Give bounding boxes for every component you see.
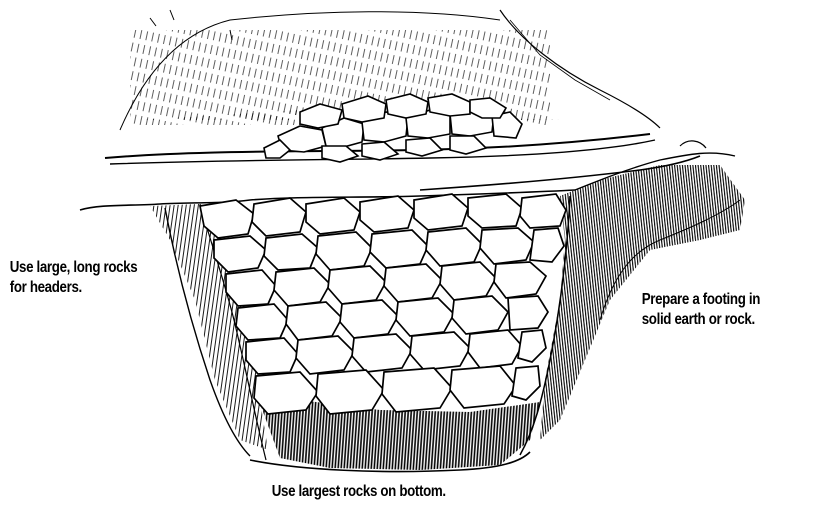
- bottom-rocks-callout: Use largest rocks on bottom.: [270, 482, 448, 502]
- headers-callout-line-2: for headers.: [10, 278, 138, 298]
- footing-callout-line-2: solid earth or rock.: [642, 310, 760, 330]
- trench-wall-stones: [200, 194, 566, 414]
- headers-callout-line-1: Use large, long rocks: [10, 258, 138, 278]
- headers-callout: Use large, long rocks for headers.: [8, 258, 139, 298]
- footing-callout-line-1: Prepare a footing in: [642, 290, 760, 310]
- footing-callout: Prepare a footing in solid earth or rock…: [640, 290, 762, 330]
- bottom-rocks-callout-line-1: Use largest rocks on bottom.: [272, 482, 446, 502]
